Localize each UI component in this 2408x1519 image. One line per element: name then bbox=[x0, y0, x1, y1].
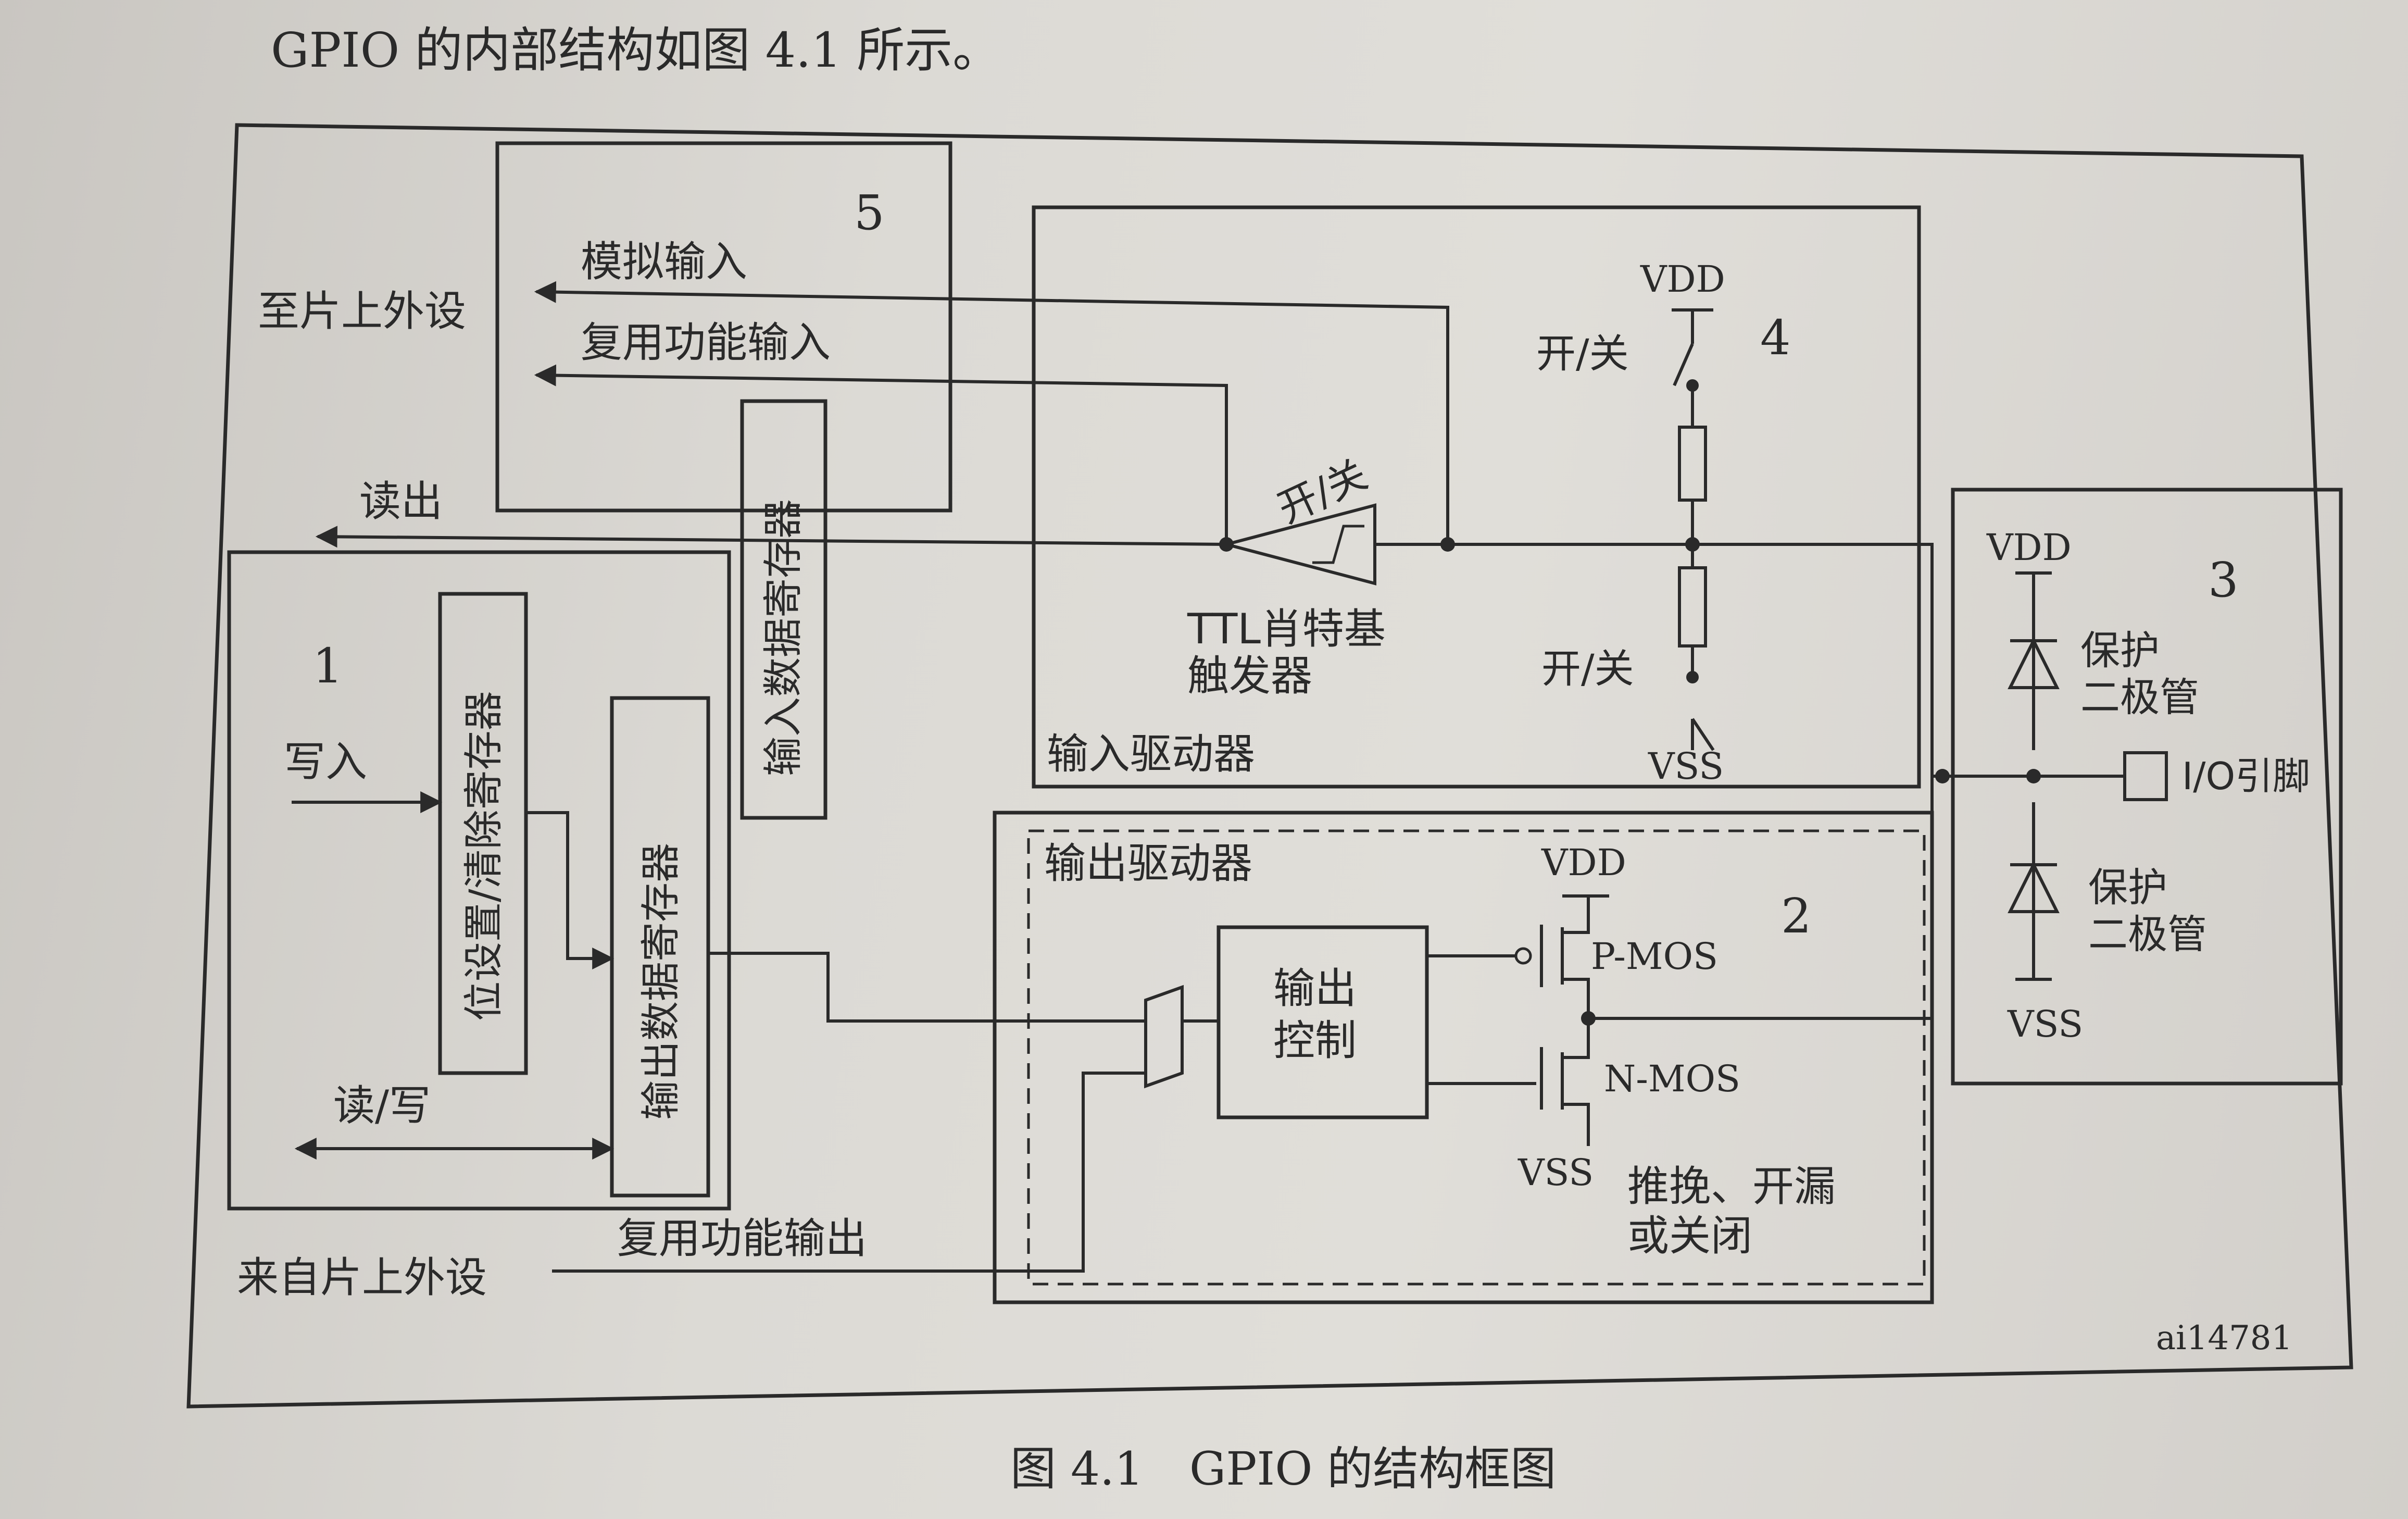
pulldown-resistor bbox=[1678, 566, 1707, 648]
idr-register-box bbox=[740, 399, 827, 820]
diode-bottom-line2: 二极管 bbox=[2088, 911, 2207, 957]
pmos-gate-bubble bbox=[1514, 947, 1532, 965]
protect-vdd-label: VDD bbox=[1986, 526, 2072, 569]
bsrr-register-label: 位设置/清除寄存器 bbox=[460, 691, 507, 1021]
output-control-line1: 输出 bbox=[1273, 964, 1357, 1013]
output-driver-title: 输出驱动器 bbox=[1044, 839, 1252, 888]
protect-vss-label: VSS bbox=[2007, 1003, 2083, 1045]
protection-diode-bottom bbox=[2008, 861, 2060, 913]
io-pin-label: I/O引脚 bbox=[2182, 754, 2310, 798]
node-switch-bottom bbox=[1686, 671, 1699, 683]
figure-caption: 图 4.1 GPIO 的结构框图 bbox=[1010, 1442, 1556, 1496]
pmos-source-wire bbox=[1562, 894, 1609, 934]
schmitt-hysteresis-icon bbox=[1312, 525, 1364, 564]
output-mode-line2: 或关闭 bbox=[1627, 1212, 1752, 1260]
block3-box bbox=[1951, 488, 2343, 1086]
node-input-driver bbox=[1685, 537, 1700, 552]
input-driver-title: 输入驱动器 bbox=[1047, 730, 1255, 778]
diode-top-line1: 保护 bbox=[2080, 627, 2160, 674]
odr-to-mux-wire bbox=[708, 952, 1146, 1023]
outer-frame bbox=[186, 123, 2353, 1409]
input-to-pin-wire bbox=[1692, 543, 2125, 778]
af-output-wire bbox=[552, 1072, 1146, 1273]
node-pin bbox=[2026, 769, 2041, 783]
block4-number: 4 bbox=[1760, 310, 1791, 366]
block1-number: 1 bbox=[312, 638, 343, 694]
protection-diode-top bbox=[2008, 637, 2060, 689]
bsrr-to-odr-wire bbox=[526, 811, 614, 969]
idr-register-label: 输入数据寄存器 bbox=[760, 499, 806, 776]
output-vdd-label: VDD bbox=[1541, 841, 1626, 884]
intro-text: GPIO 的内部结构如图 4.1 所示。 bbox=[271, 22, 1000, 78]
odr-register-box bbox=[610, 696, 710, 1198]
pulldown-switch bbox=[1691, 718, 1715, 751]
read-out-label: 读出 bbox=[359, 477, 443, 526]
block5-number: 5 bbox=[854, 185, 885, 241]
output-control-line2: 控制 bbox=[1273, 1016, 1357, 1065]
output-mode-line1: 推挽、开漏 bbox=[1627, 1162, 1836, 1211]
output-to-pin-wire bbox=[1588, 776, 1934, 1020]
block5-box bbox=[495, 141, 952, 513]
nmos-source-wire bbox=[1562, 1103, 1590, 1146]
pmos-label: P-MOS bbox=[1591, 935, 1718, 978]
input-vss-label: VSS bbox=[1648, 745, 1724, 788]
schmitt-label-line2: 触发器 bbox=[1187, 652, 1312, 700]
af-output-label: 复用功能输出 bbox=[617, 1214, 867, 1263]
diode-top-line2: 二极管 bbox=[2080, 674, 2199, 720]
block3-number: 3 bbox=[2208, 552, 2239, 608]
block1-box bbox=[227, 550, 731, 1211]
bsrr-register-box bbox=[438, 592, 528, 1075]
block2-box bbox=[993, 811, 1934, 1304]
pullup-resistor bbox=[1678, 426, 1707, 502]
output-mux-symbol bbox=[1144, 985, 1184, 1089]
analog-input-label: 模拟输入 bbox=[581, 238, 747, 286]
node-pin-left bbox=[1935, 769, 1950, 783]
af-input-wire bbox=[534, 364, 1228, 544]
node-schmitt-in bbox=[1219, 537, 1234, 552]
node-switch-top bbox=[1686, 379, 1699, 392]
to-peripheral-label: 至片上外设 bbox=[258, 287, 466, 335]
output-vss-label: VSS bbox=[1517, 1151, 1594, 1194]
block2-number: 2 bbox=[1781, 888, 1812, 944]
read-out-wire bbox=[315, 526, 1227, 548]
figure-id: ai14781 bbox=[2156, 1319, 2292, 1358]
odr-register-label: 输出数据寄存器 bbox=[637, 843, 684, 1120]
block4-box bbox=[1032, 205, 1921, 789]
node-output-drain bbox=[1581, 1011, 1596, 1026]
analog-input-wire bbox=[534, 281, 1449, 544]
write-label: 写入 bbox=[284, 738, 367, 786]
af-input-label: 复用功能输入 bbox=[581, 318, 831, 367]
diode-bottom-line1: 保护 bbox=[2088, 864, 2167, 911]
readwrite-label: 读/写 bbox=[333, 1081, 431, 1130]
io-pin-square bbox=[2123, 751, 2168, 801]
input-vdd-label: VDD bbox=[1640, 258, 1725, 301]
schmitt-trigger-symbol bbox=[1220, 503, 1376, 586]
from-peripheral-label: 来自片上外设 bbox=[237, 1253, 487, 1302]
switch-bottom-label: 开/关 bbox=[1541, 645, 1634, 692]
pullup-switch bbox=[1673, 343, 1694, 387]
node-schmitt-out bbox=[1440, 537, 1455, 552]
nmos-label: N-MOS bbox=[1604, 1057, 1740, 1100]
switch-top-label: 开/关 bbox=[1536, 330, 1629, 377]
schmitt-label-line1: TTL肖特基 bbox=[1187, 605, 1386, 653]
block3-rails bbox=[2015, 571, 2052, 981]
